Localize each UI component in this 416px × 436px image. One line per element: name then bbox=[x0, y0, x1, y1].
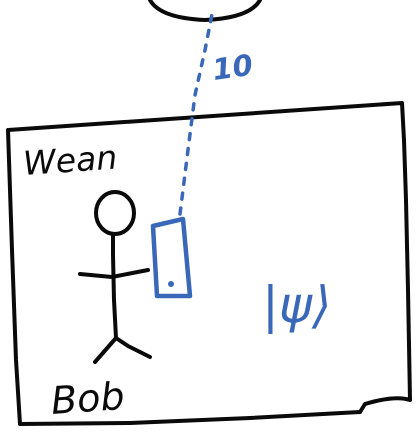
room-box-outline bbox=[6, 101, 412, 426]
room-label: Wean bbox=[22, 138, 119, 183]
link-dashed-line bbox=[178, 12, 214, 216]
device-dot bbox=[168, 281, 174, 287]
quantum-state-label: |ψ⟩ bbox=[262, 276, 331, 334]
device-rectangle bbox=[150, 216, 193, 299]
bob-stick-figure bbox=[78, 190, 152, 364]
link-label: 10 bbox=[210, 48, 255, 87]
bob-leg-left bbox=[93, 336, 118, 364]
bob-body bbox=[111, 232, 118, 340]
top-arc bbox=[148, 0, 262, 22]
bob-arms bbox=[78, 268, 150, 279]
device bbox=[150, 216, 193, 299]
bob-leg-right bbox=[114, 336, 152, 359]
bob-head bbox=[94, 190, 136, 236]
person-label: Bob bbox=[50, 374, 126, 423]
